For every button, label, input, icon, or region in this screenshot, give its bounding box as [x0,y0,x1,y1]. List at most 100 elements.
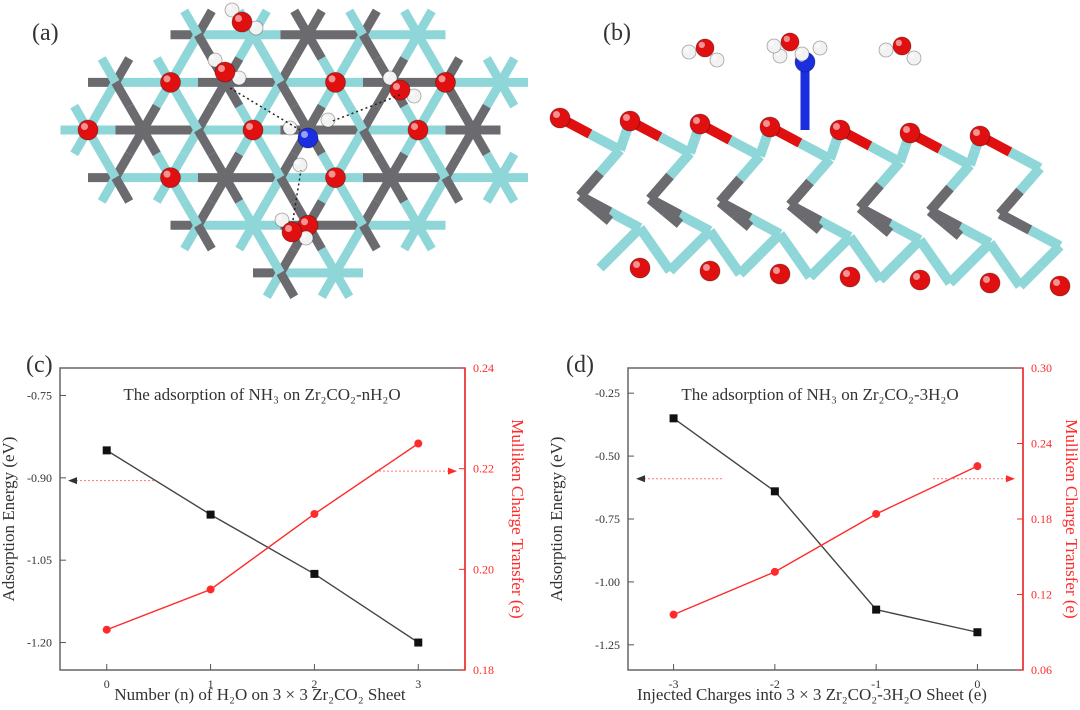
point-d-1-1 [770,567,779,576]
oxygen-7-shine [301,218,308,226]
lattice-bond-r-4-2 [414,32,436,61]
side-water-h2-0-shine [712,55,717,60]
chart-d-frame [627,367,1024,671]
lattice-bond-24-2 [262,151,285,180]
side-top-o-1-shine [623,114,630,121]
side-bottom-o-2 [769,263,791,285]
side-link-3-a-a [825,142,840,161]
side-water-o-0-shine [698,41,705,48]
side-link-0-b-b [591,204,614,225]
x-tick-label-c-2: 2 [311,677,317,691]
lattice-bond-r-23-2 [221,175,244,204]
lattice-bond-34-2 [262,246,285,276]
oxygen-0-shine [81,123,88,130]
side-bottom-o-0 [629,257,651,279]
side-bond-3-3-b [806,253,834,281]
lattice-bond-r-29-2 [194,223,216,252]
panel-label-c: (c) [26,352,53,378]
side-bond-4-2-b [887,219,923,245]
chart-d-title: The adsorption of NH₃ on Zr₂CO₂-3H₂O [681,385,958,404]
side-link-3-c-a [845,234,870,262]
water-o-3-shine [235,15,242,22]
lattice-bond-r-0-2 [194,32,216,61]
lattice-bond-30-2 [235,199,257,228]
nh3-n-shine [301,131,308,138]
side-water-h1-1 [766,38,782,54]
side-water-h1-1-shine [769,41,774,46]
side-bottom-o-5 [979,272,1001,294]
side-bond-2-2-b [747,213,783,239]
x-tick-label-d-1: -2 [770,677,780,691]
y-tick-label-d-0: -0.25 [595,386,620,400]
y2-tick-label-c-3: 0.24 [473,361,494,375]
point-c-0-3 [414,638,423,647]
nh3-h1-shine [285,123,290,128]
point-c-1-2 [310,509,319,518]
side-bond-6-1-a [1016,164,1044,195]
side-link-0-b-a [576,192,599,213]
side-bond-2-0-b [727,135,763,161]
side-bottom-o-4-shine [913,273,920,280]
panel-label-b: (b) [603,20,631,46]
point-d-1-3 [973,462,982,471]
point-c-1-1 [206,585,215,594]
oxygen-3 [160,167,181,189]
water-h1-0-shine [210,55,215,60]
lattice-bond-4-2 [400,8,422,37]
lattice-bond-20-2 [455,103,477,133]
lattice-bond-r-21-2 [111,175,134,204]
lattice-bond-r-35-2 [331,270,354,299]
point-d-1-2 [872,509,881,518]
lattice-bond-26-2 [372,151,395,180]
hbond-2 [292,169,302,221]
lattice-bond-3-2 [345,8,367,37]
side-bond-4-1-a [876,158,904,189]
side-bottom-o-1 [699,260,721,282]
water-o-3 [231,11,253,33]
side-water-h2-1-shine [797,49,802,54]
water-h2-2-shine [301,233,306,238]
side-link-5-a-a [965,148,980,167]
water-o-0-shine [218,65,225,72]
side-bond-6-3-b [1016,262,1044,290]
lattice-bond-8-2 [262,56,285,85]
water-h1-1-shine [385,73,390,79]
lattice-bond-12-2 [482,56,505,85]
side-link-0-c-a [635,225,660,253]
lattice-bond-27-2 [427,151,450,180]
lattice-bond-r-3-2 [359,32,381,61]
y2-tick-label-d-0: 0.06 [1031,663,1052,677]
chart-d-ylabel: Adsorption Energy (eV) [547,437,566,602]
structure-top-view [60,2,528,299]
side-water-o-2 [892,36,912,56]
lattice-bond-r-5-2 [111,80,134,109]
x-tick-label-c-3: 3 [415,677,421,691]
side-water-h1-2-shine [881,45,886,50]
structure-side-view [549,32,1071,397]
side-bond-1-1-a [666,149,694,180]
side-bond-0-3-b [596,244,624,272]
side-bottom-o-6-shine [1053,279,1060,286]
side-bottom-o-0-shine [633,261,640,268]
side-bond-2-3-b [736,250,764,278]
oxygen-8-shine [438,75,446,83]
side-top-o-6 [969,125,991,147]
lattice-bond-14-2 [125,103,147,133]
y-tick-label-c-2: -1.05 [27,553,52,567]
point-d-0-2 [872,605,881,614]
lattice-bond-18-2 [345,103,367,133]
x-tick-label-d-0: -3 [669,677,679,691]
side-nh3-h2-shine [815,43,820,48]
side-bottom-o-3 [839,266,861,288]
y2-tick-label-d-2: 0.18 [1031,512,1052,526]
side-bond-0-2-b [607,207,643,233]
nh3-n [297,127,319,149]
side-link-0-a-a [615,133,630,152]
chart-c-title: The adsorption of NH₃ on Zr₂CO₂-nH₂O [123,385,400,404]
side-link-2-b-b [731,210,754,231]
y-tick-label-d-1: -0.50 [595,449,620,463]
y2-tick-label-d-4: 0.30 [1031,361,1052,375]
nh3-h2 [292,157,308,173]
y-tick-label-c-0: -0.75 [27,388,52,402]
